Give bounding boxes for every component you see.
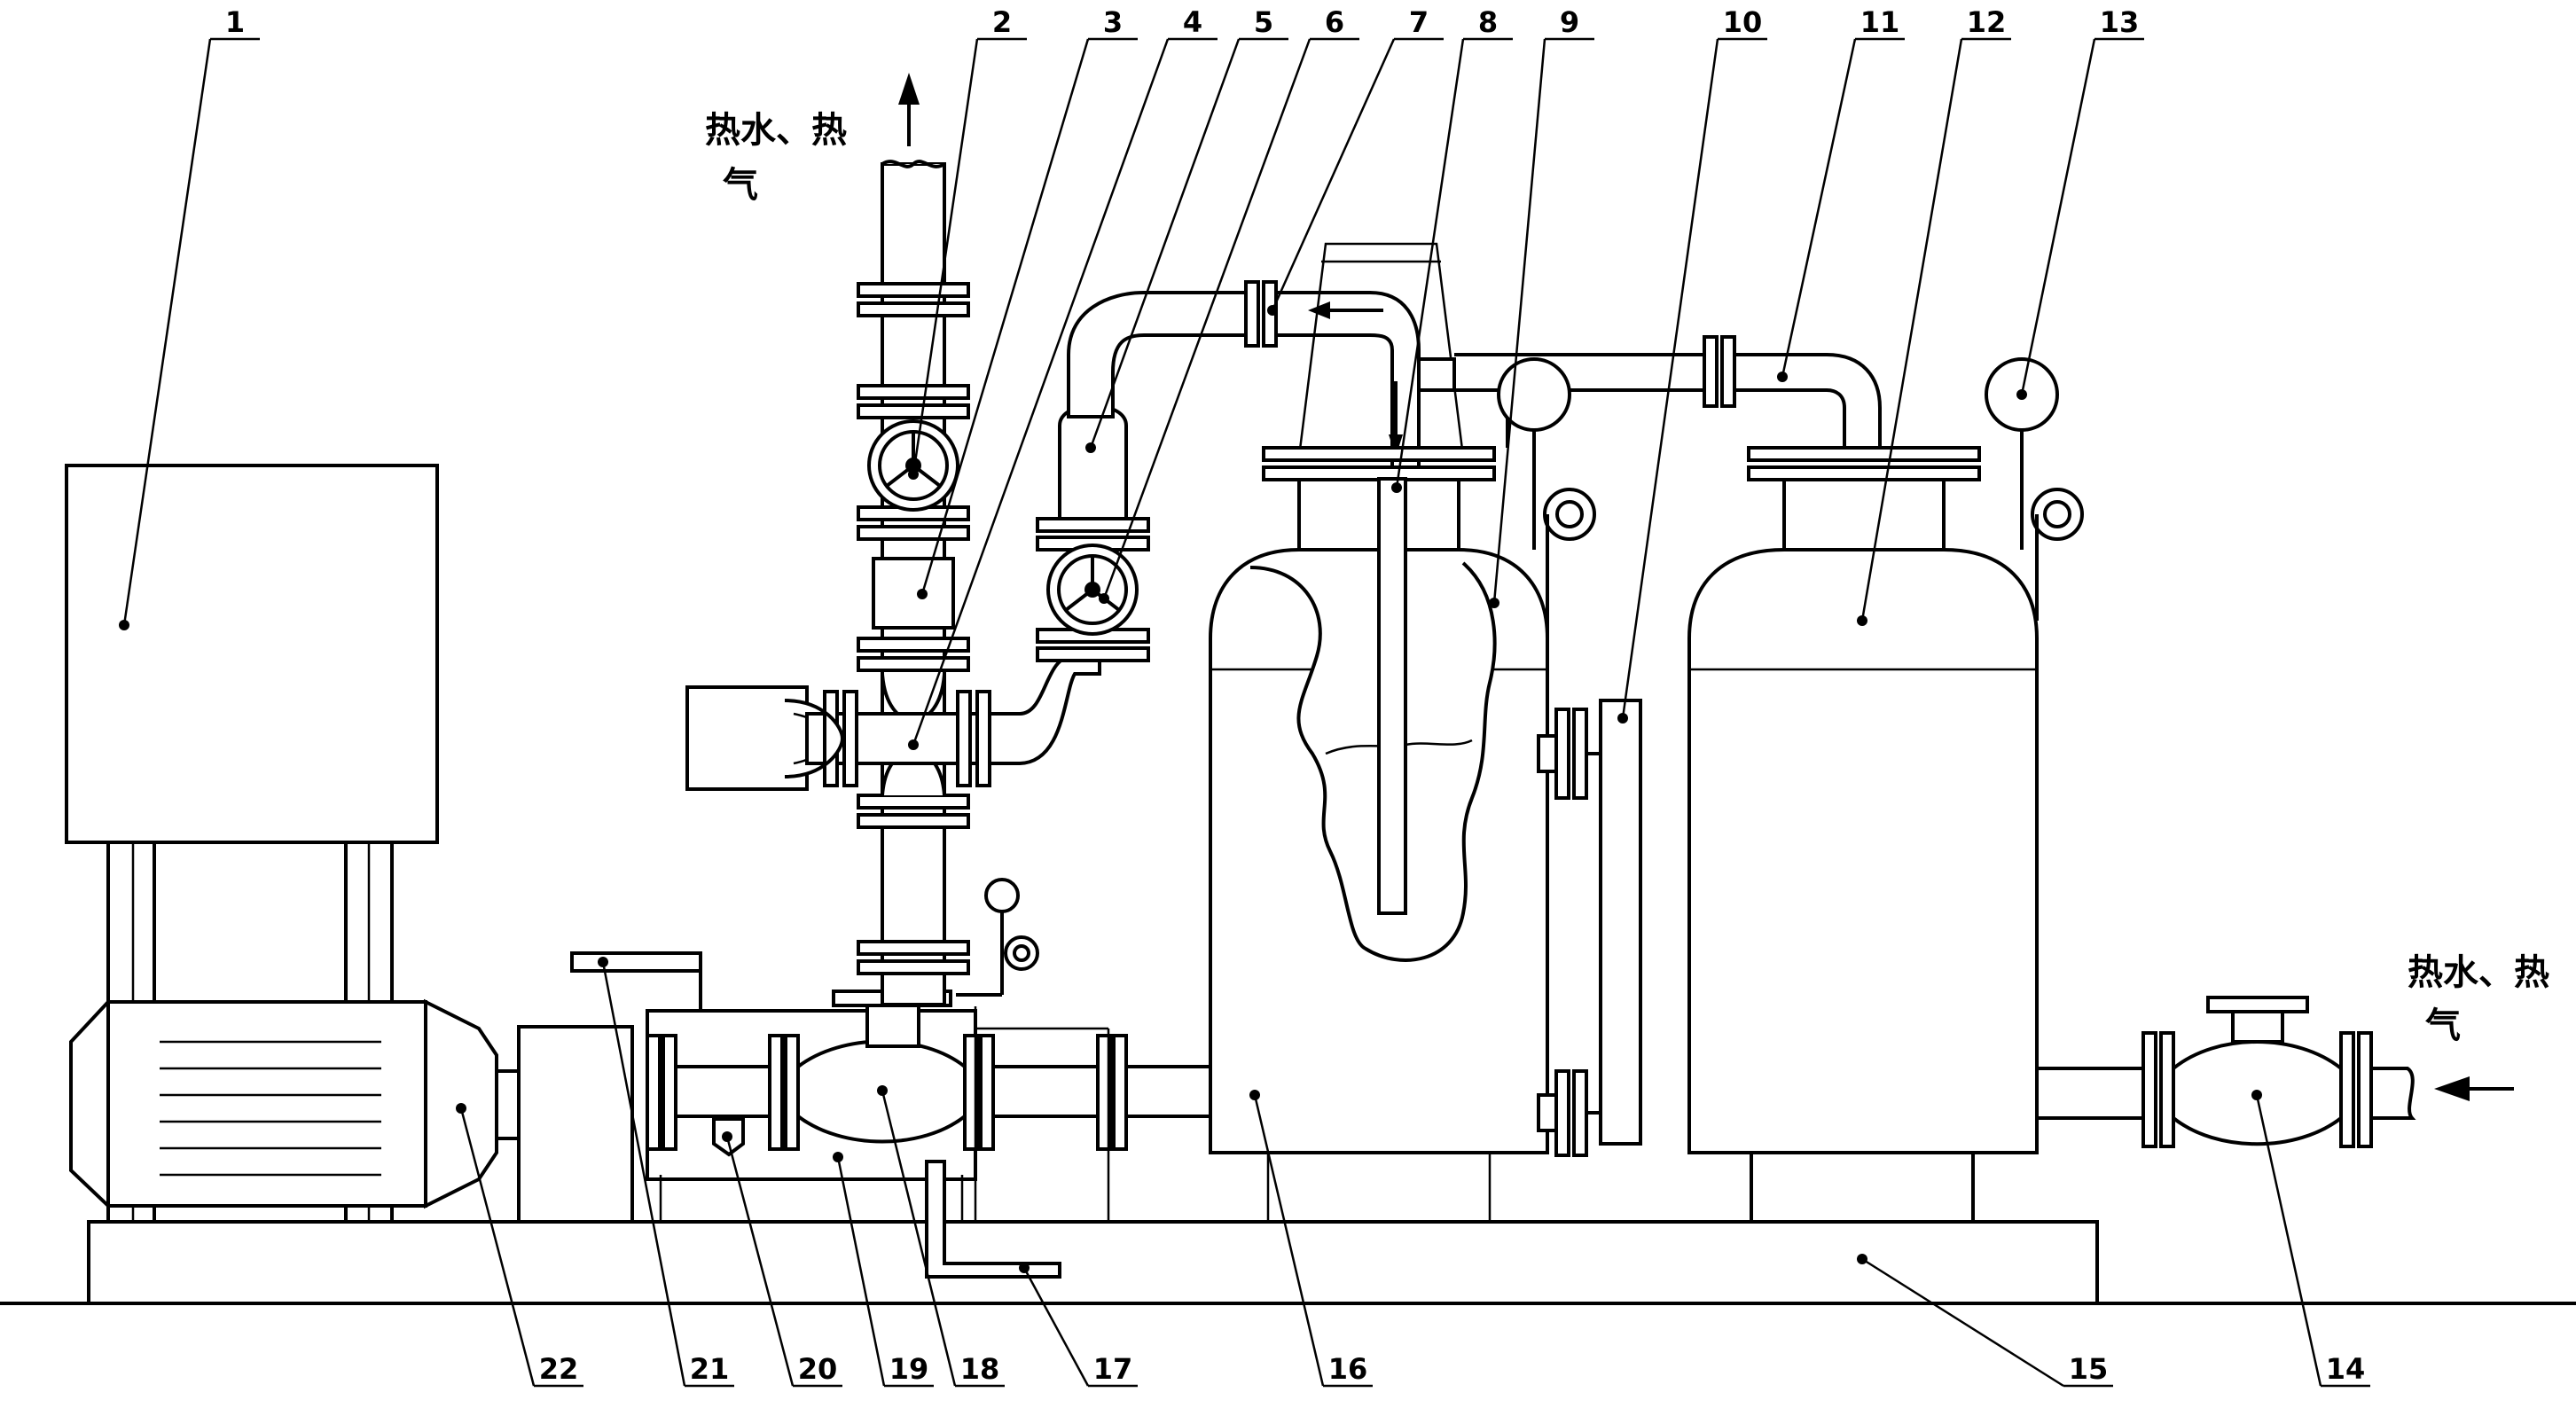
- callout-label-10: 10: [1723, 5, 1763, 39]
- callout-label-8: 8: [1478, 5, 1498, 39]
- leader-dot-12: [1857, 615, 1867, 626]
- leader-line-11: [1781, 38, 1857, 378]
- callout-label-15: 15: [2069, 1352, 2109, 1386]
- callout-label-18: 18: [960, 1352, 1000, 1386]
- inlet-pipe-14: [2035, 996, 2416, 1148]
- hood: [1297, 242, 1465, 458]
- pipe-11: [1703, 335, 1882, 450]
- leader-line-18: [881, 1090, 957, 1387]
- base-frame: [87, 1220, 2099, 1305]
- callout-label-4: 4: [1183, 5, 1202, 39]
- leader-dot-18: [877, 1085, 888, 1096]
- actuator: [685, 685, 845, 791]
- leader-line-15: [1861, 1257, 2064, 1388]
- outlet-arrow: [898, 73, 920, 146]
- leader-line-8: [1395, 38, 1465, 489]
- pump-gauge: [956, 878, 1039, 997]
- leader-dot-19: [833, 1152, 843, 1162]
- tank-12: [1687, 446, 2039, 1224]
- leader-dot-5: [1085, 442, 1096, 453]
- leader-dot-1: [119, 620, 129, 630]
- callout-label-12: 12: [1967, 5, 2007, 39]
- callout-label-17: 17: [1093, 1352, 1133, 1386]
- leader-dot-9: [1489, 598, 1499, 608]
- valve-6: [1036, 517, 1150, 662]
- callout-label-11: 11: [1860, 5, 1900, 39]
- outlet-annotation: 热水、热 气: [705, 110, 847, 206]
- leader-line-2: [912, 38, 979, 475]
- callout-label-19: 19: [889, 1352, 929, 1386]
- leader-dot-3: [917, 589, 928, 599]
- callout-label-14: 14: [2326, 1352, 2366, 1386]
- callout-label-5: 5: [1254, 5, 1273, 39]
- leader-line-12: [1860, 38, 1963, 622]
- coupling-housing: [517, 1025, 634, 1224]
- leader-line-16: [1253, 1094, 1325, 1387]
- valve-2: [867, 419, 959, 512]
- leader-line-5: [1089, 38, 1241, 449]
- drain-pipe-17: [925, 1160, 1061, 1279]
- leader-dot-21: [598, 957, 608, 967]
- callout-label-16: 16: [1328, 1352, 1368, 1386]
- leader-line-13: [2020, 38, 2096, 395]
- leader-dot-17: [1019, 1263, 1030, 1273]
- callout-label-22: 22: [539, 1352, 579, 1386]
- leader-line-21: [601, 961, 686, 1387]
- outlet-text-line1: 热水、热: [705, 110, 847, 151]
- leader-dot-20: [722, 1131, 732, 1142]
- inlet-text-line2: 气: [2425, 1005, 2461, 1046]
- callout-label-3: 3: [1103, 5, 1123, 39]
- inlet-arrow: [2434, 1076, 2514, 1101]
- inlet-text-line1: 热水、热: [2408, 952, 2549, 993]
- leader-dot-22: [456, 1103, 466, 1114]
- leader-dot-13: [2016, 389, 2027, 400]
- inlet-annotation: 热水、热 气: [2408, 952, 2549, 1046]
- leader-dot-10: [1617, 713, 1628, 724]
- leader-line-3: [920, 38, 1090, 595]
- callout-label-20: 20: [798, 1352, 838, 1386]
- outlet-text-line2: 气: [723, 165, 758, 206]
- leader-line-4: [912, 38, 1170, 746]
- motor: [69, 997, 525, 1210]
- leader-line-9: [1492, 38, 1546, 604]
- leader-dot-16: [1249, 1090, 1260, 1100]
- callout-label-13: 13: [2100, 5, 2140, 39]
- elbow-to-valve: [988, 654, 1101, 765]
- leader-line-7: [1271, 38, 1396, 311]
- leader-dot-15: [1857, 1254, 1867, 1264]
- bracket-21: [570, 951, 702, 1011]
- leader-dot-14: [2251, 1090, 2262, 1100]
- level-gauge-10: [1537, 699, 1642, 1157]
- leader-dot-2: [908, 469, 919, 480]
- leader-dot-7: [1267, 305, 1278, 316]
- leader-dot-11: [1777, 372, 1788, 382]
- leader-line-22: [459, 1107, 536, 1387]
- tank-9: [1209, 446, 1549, 1222]
- leader-line-1: [122, 38, 212, 626]
- leader-line-17: [1022, 1267, 1090, 1387]
- leader-dot-8: [1391, 482, 1402, 493]
- callout-label-1: 1: [225, 5, 245, 39]
- leader-dot-4: [908, 739, 919, 750]
- check-valve-3: [872, 557, 955, 630]
- leader-line-20: [725, 1136, 795, 1387]
- leader-line-10: [1621, 38, 1719, 719]
- leader-dot-6: [1099, 593, 1109, 604]
- callout-label-7: 7: [1409, 5, 1429, 39]
- callout-label-2: 2: [992, 5, 1012, 39]
- leader-line-6: [1102, 38, 1311, 599]
- small-tank-5: [1058, 291, 1252, 520]
- callout-label-21: 21: [690, 1352, 730, 1386]
- leader-line-19: [836, 1156, 886, 1387]
- callout-label-9: 9: [1560, 5, 1579, 39]
- gauge-tank-9: [1497, 357, 1596, 638]
- leader-line-14: [2255, 1094, 2322, 1387]
- callout-label-6: 6: [1325, 5, 1344, 39]
- connector-8: [1417, 353, 1716, 448]
- tee-4: [823, 673, 1004, 796]
